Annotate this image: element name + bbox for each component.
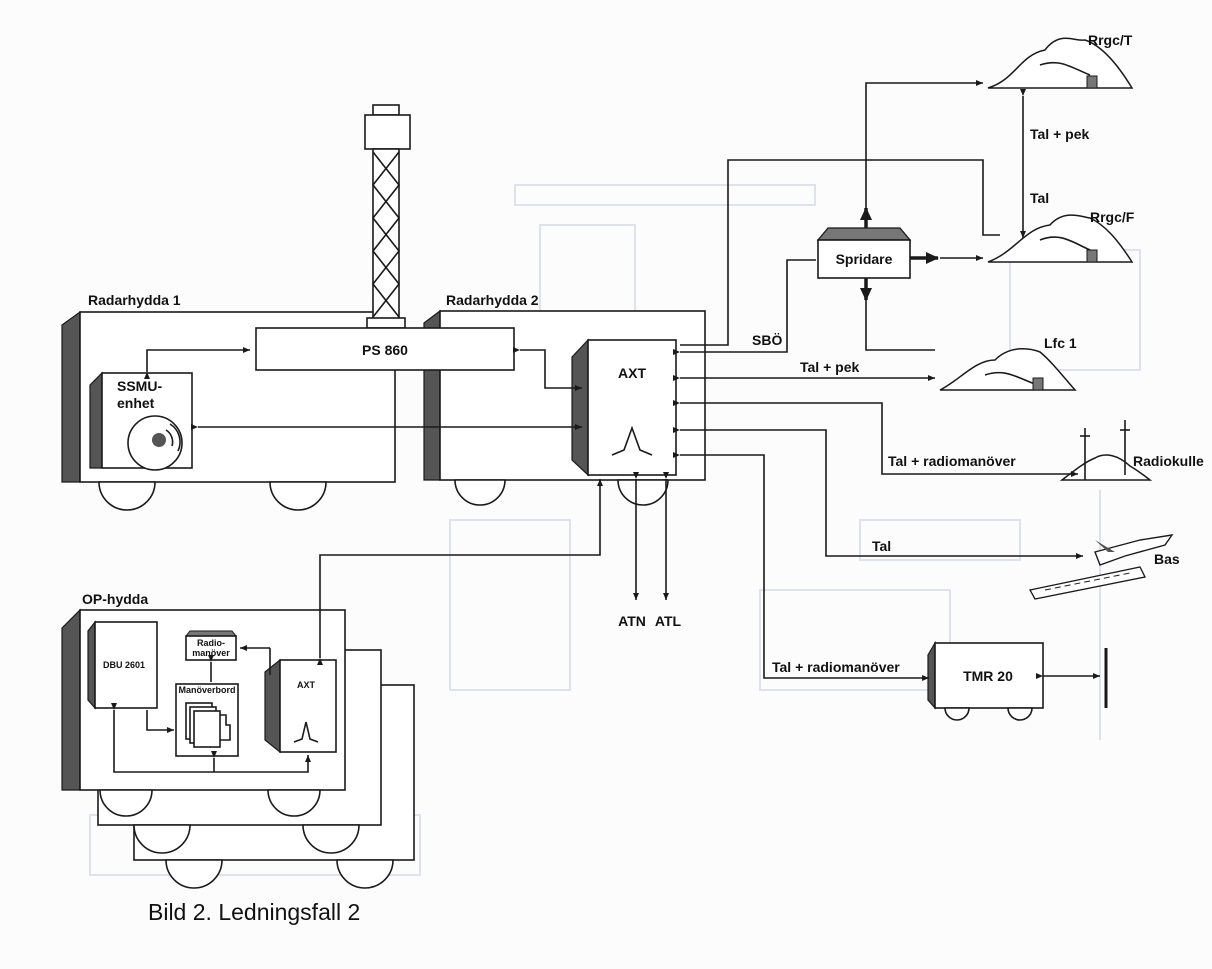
axt-tmr20-link: Tal + radiomanöver xyxy=(673,452,929,681)
radar-mast xyxy=(364,104,411,329)
console-icon xyxy=(193,710,221,748)
site-rrgc-t: Rrgc/T xyxy=(987,32,1134,89)
site-lfc1: Lfc 1 xyxy=(939,335,1077,391)
lfc1-label: Lfc 1 xyxy=(1044,335,1077,351)
radarhydda-2-label: Radarhydda 2 xyxy=(446,292,539,308)
atn-label: ATN xyxy=(618,613,646,629)
axt-main-label: AXT xyxy=(618,365,646,381)
bas-label: Bas xyxy=(1154,551,1180,567)
site-bas: Bas xyxy=(1029,534,1180,600)
axt-op-unit: AXT xyxy=(264,658,337,754)
ssmu-label-line1: SSMU- xyxy=(117,378,162,394)
tmr20-unit: TMR 20 xyxy=(927,640,1108,721)
tal-pek-main-label: Tal + pek xyxy=(800,359,859,375)
aircraft-icon xyxy=(1094,534,1174,566)
site-rrgc-f: Rrgc/F xyxy=(987,209,1135,263)
runway-icon xyxy=(1029,566,1146,600)
axt-radiokulle-link: Tal + radiomanöver xyxy=(673,400,1078,477)
radio-label-line1: Radio- xyxy=(197,638,225,648)
dbu-unit: DBU 2601 xyxy=(87,620,158,710)
atn-atl-links: ATN ATL xyxy=(618,472,682,629)
rrgc-f-label: Rrgc/F xyxy=(1090,209,1135,225)
dbu-label: DBU 2601 xyxy=(103,660,145,670)
axt-main-unit: AXT xyxy=(571,338,677,477)
radiomanover-unit: Radio- manöver xyxy=(184,630,238,661)
figure-caption: Bild 2. Ledningsfall 2 xyxy=(148,899,360,925)
ps860-unit: PS 860 xyxy=(255,327,515,371)
hill-icon xyxy=(939,348,1077,391)
op-to-axt-link xyxy=(317,479,603,665)
radarhydda-links xyxy=(144,347,582,430)
ssmu-label-line2: enhet xyxy=(117,395,155,411)
switch-symbol-icon xyxy=(611,425,653,456)
site-radiokulle: Radiokulle xyxy=(1059,420,1204,481)
tal-vertical-label: Tal xyxy=(1030,190,1049,206)
op-hydda-links xyxy=(111,645,311,773)
radio-label-line2: manöver xyxy=(192,648,230,658)
radarhydda-1-label: Radarhydda 1 xyxy=(88,292,181,308)
manoverbord-unit: Manöverbord xyxy=(175,683,239,757)
atl-label: ATL xyxy=(655,613,682,629)
manoverbord-label: Manöverbord xyxy=(178,685,235,695)
ps860-label: PS 860 xyxy=(362,342,408,358)
tal-bas-label: Tal xyxy=(872,538,891,554)
op-hydda-label: OP-hydda xyxy=(82,591,148,607)
tal-pek-vertical-label: Tal + pek xyxy=(1030,126,1089,142)
axt-lfc1-link: Tal + pek xyxy=(673,359,935,381)
inter-site-links: Tal + pek Tal xyxy=(1020,89,1089,238)
tmr20-label: TMR 20 xyxy=(963,668,1013,684)
tal-radio-upper-label: Tal + radiomanöver xyxy=(888,453,1016,469)
spridare-links: SBÖ xyxy=(673,80,1000,355)
tal-radio-lower-label: Tal + radiomanöver xyxy=(772,659,900,675)
sbo-label: SBÖ xyxy=(752,332,782,348)
ssmu-unit: SSMU- enhet xyxy=(89,371,193,471)
spridare-label: Spridare xyxy=(836,251,893,267)
spridare-unit: Spridare xyxy=(816,207,939,301)
rrgc-t-label: Rrgc/T xyxy=(1088,32,1133,48)
axt-op-label: AXT xyxy=(297,680,316,690)
radiokulle-label: Radiokulle xyxy=(1133,453,1204,469)
